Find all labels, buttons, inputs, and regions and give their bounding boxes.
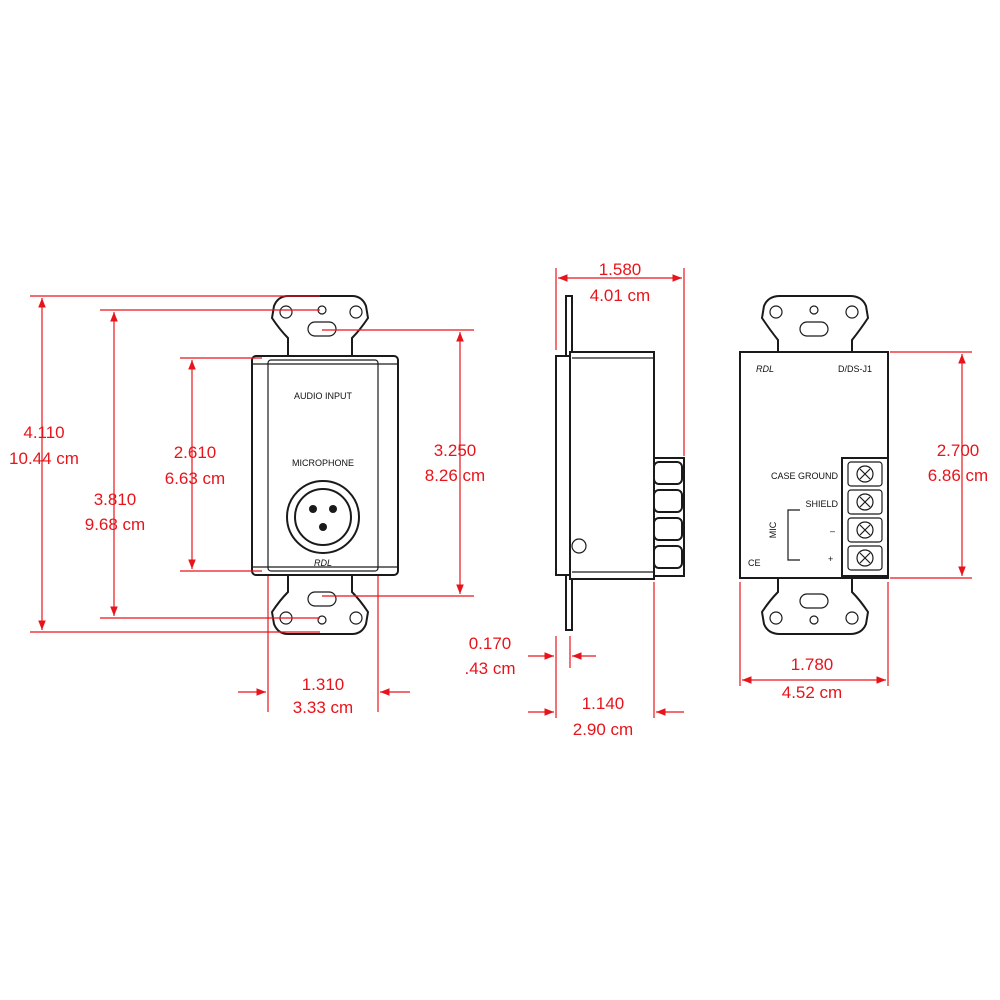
front-microphone-label: MICROPHONE bbox=[292, 458, 354, 468]
terminal-screw-minus[interactable] bbox=[856, 521, 874, 539]
terminal-screw-case-ground[interactable] bbox=[856, 465, 874, 483]
back-view: RDL D/DS-J1 CASE GROUND SHIELD MIC – + C… bbox=[739, 295, 988, 702]
dim-body-depth-in: 1.140 bbox=[582, 694, 625, 713]
dim-plate-in: 0.170 bbox=[469, 634, 512, 653]
dim-terminal-height-cm: 6.86 cm bbox=[928, 466, 988, 485]
side-body bbox=[569, 351, 655, 580]
front-brand-label: RDL bbox=[314, 558, 332, 568]
dim-mount-holes-in: 3.810 bbox=[94, 490, 137, 509]
dim-back-width-cm: 4.52 cm bbox=[782, 683, 842, 702]
back-plus-label: + bbox=[828, 554, 833, 564]
front-bottom-strap bbox=[270, 574, 370, 635]
front-top-strap bbox=[270, 295, 370, 357]
dim-inner-height-cm: 6.63 cm bbox=[165, 469, 225, 488]
back-brand-label: RDL bbox=[756, 364, 774, 374]
back-bottom-strap bbox=[760, 577, 870, 635]
xlr-connector[interactable] bbox=[286, 480, 360, 554]
dim-back-width-in: 1.780 bbox=[791, 655, 834, 674]
dim-body-depth-cm: 2.90 cm bbox=[573, 720, 633, 739]
dim-mount-holes-cm: 9.68 cm bbox=[85, 515, 145, 534]
dim-overall-height-cm: 10.44 cm bbox=[9, 449, 79, 468]
front-view: AUDIO INPUT MICROPHONE RDL 4.110 10.44 c… bbox=[9, 295, 485, 717]
back-top-strap bbox=[760, 295, 870, 353]
terminal-screw-shield[interactable] bbox=[856, 493, 874, 511]
dim-body-height-cm: 8.26 cm bbox=[425, 466, 485, 485]
dim-plate-cm: .43 cm bbox=[464, 659, 515, 678]
back-case-ground-label: CASE GROUND bbox=[771, 471, 839, 481]
dim-front-width-in: 1.310 bbox=[302, 675, 345, 694]
back-model-label: D/DS-J1 bbox=[838, 364, 872, 374]
front-audio-input-label: AUDIO INPUT bbox=[294, 391, 353, 401]
front-panel bbox=[267, 359, 379, 572]
dim-front-width-cm: 3.33 cm bbox=[293, 698, 353, 717]
front-top-ear-left bbox=[279, 305, 293, 319]
dim-overall-height-in: 4.110 bbox=[23, 423, 64, 442]
dim-body-height-in: 3.250 bbox=[434, 441, 477, 460]
side-screw bbox=[571, 538, 587, 554]
dim-inner-height-in: 2.610 bbox=[174, 443, 217, 462]
back-minus-label: – bbox=[830, 526, 835, 536]
dim-depth-in: 1.580 bbox=[599, 260, 642, 279]
dim-terminal-height-in: 2.700 bbox=[937, 441, 980, 460]
front-top-ear-right bbox=[349, 305, 363, 319]
dim-depth-cm: 4.01 cm bbox=[590, 286, 650, 305]
terminal-screw-plus[interactable] bbox=[856, 549, 874, 567]
front-bottom-slot bbox=[307, 591, 337, 607]
side-view: 1.580 4.01 cm 0.170 .43 cm 1.140 2.90 cm bbox=[464, 260, 685, 739]
back-mic-label: MIC bbox=[768, 521, 778, 538]
side-flange bbox=[555, 355, 571, 576]
front-bottom-hole bbox=[317, 615, 327, 625]
back-terminal-block[interactable] bbox=[841, 457, 889, 577]
front-bottom-ear-right bbox=[349, 611, 363, 625]
back-ce-label: CE bbox=[748, 558, 761, 568]
front-top-slot bbox=[307, 321, 337, 337]
back-shield-label: SHIELD bbox=[805, 499, 838, 509]
side-terminal-block bbox=[653, 457, 685, 577]
